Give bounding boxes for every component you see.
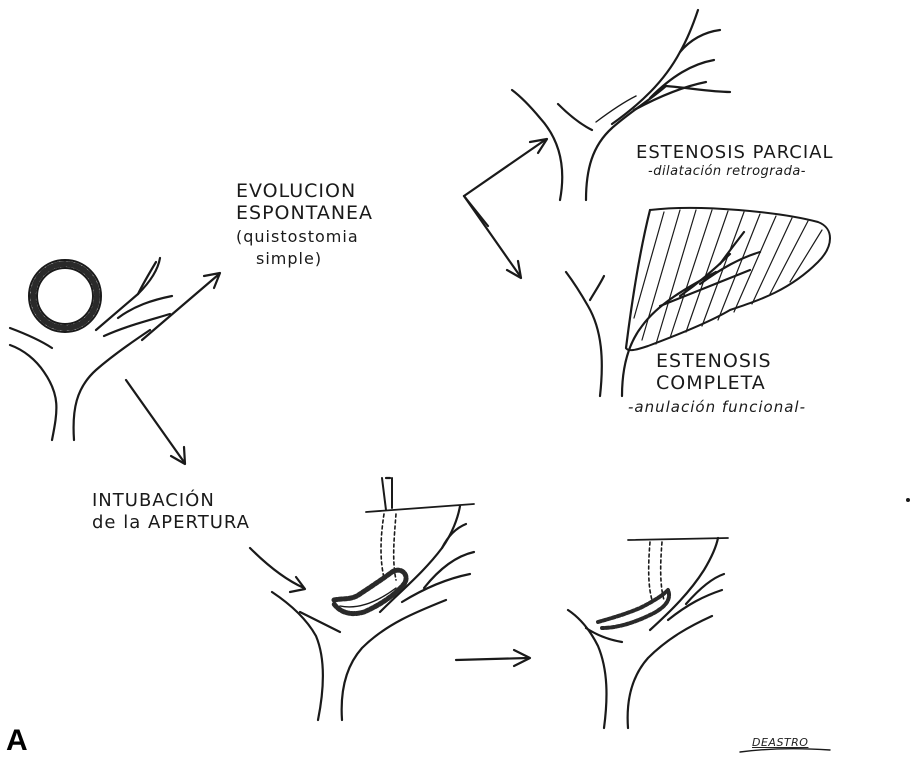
signature-underline [740, 749, 830, 752]
arrow-to-result [456, 650, 530, 666]
completa-label: ESTENOSIS COMPLETA [656, 350, 772, 394]
evolucion-line3: (quistostomia [236, 226, 359, 248]
intubacion-duct [272, 506, 474, 720]
intubacion-label: INTUBACIÓN de la APERTURA [92, 490, 250, 534]
evolucion-line4: simple) [236, 248, 359, 270]
parcial-title: ESTENOSIS PARCIAL [636, 142, 834, 164]
completa-line2: COMPLETA [656, 372, 772, 394]
completa-subtitle: -anulación funcional- [628, 398, 806, 416]
evolucion-line1: EVOLUCION [236, 180, 373, 202]
evolucion-subtitle: (quistostomia simple) [236, 226, 359, 270]
panel-letter: A [6, 724, 28, 758]
completa-line1: ESTENOSIS [656, 350, 772, 372]
intubacion-line1: INTUBACIÓN [92, 490, 250, 512]
parcial-subtitle: -dilatación retrograda- [648, 164, 806, 179]
result-duct [568, 538, 724, 728]
signature: DEASTRO [752, 736, 808, 749]
arrow-to-intubacion [126, 380, 185, 464]
intubacion-line2: de la APERTURA [92, 512, 250, 534]
arrow-to-intubacion-duct [250, 548, 305, 592]
evolucion-line2: ESPONTANEA [236, 202, 373, 224]
stray-dot [906, 498, 910, 502]
arrow-to-evolucion [142, 273, 220, 340]
cyst-ring [29, 260, 101, 332]
arrow-to-completa [464, 196, 521, 278]
evolucion-label: EVOLUCION ESPONTANEA [236, 180, 373, 224]
intubacion-tube [334, 478, 474, 614]
